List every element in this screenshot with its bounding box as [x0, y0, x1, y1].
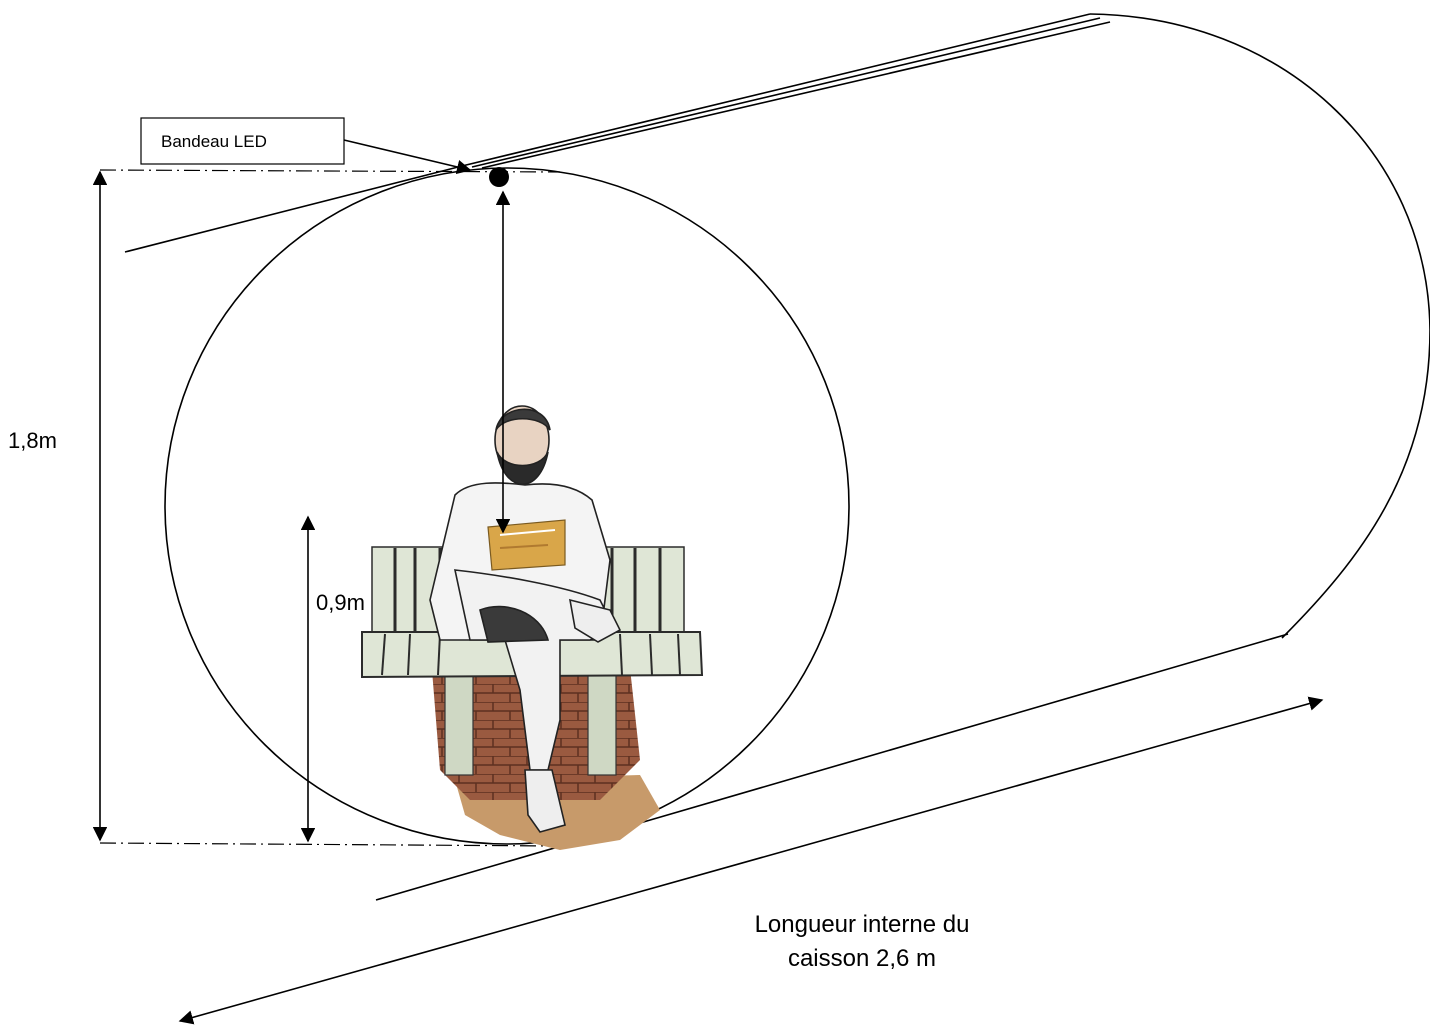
led-callout-label: Bandeau LED [161, 132, 267, 151]
height-seat-label: 0,9m [316, 590, 365, 615]
length-arrow [178, 696, 1324, 1025]
led-callout-box [140, 117, 345, 165]
top-edge-3 [481, 21, 1111, 169]
led-callout-pointer [343, 139, 472, 175]
back-arc [1089, 13, 1430, 639]
person-on-bench-illustration [361, 405, 704, 850]
length-label-line2: caisson 2,6 m [788, 945, 936, 972]
bench-leg-left [444, 664, 474, 776]
length-label-line1: Longueur interne du [755, 911, 970, 938]
top-reference-line [99, 169, 561, 173]
led-point [489, 167, 509, 187]
top-extension-line [124, 165, 463, 253]
top-edge-1 [461, 13, 1091, 167]
bench-leg-right [587, 664, 617, 776]
top-edge-2 [471, 17, 1101, 168]
newspaper [487, 519, 566, 571]
height-total-label: 1,8m [8, 428, 57, 453]
shoe-right [568, 598, 622, 643]
shadow-lap [479, 605, 550, 643]
